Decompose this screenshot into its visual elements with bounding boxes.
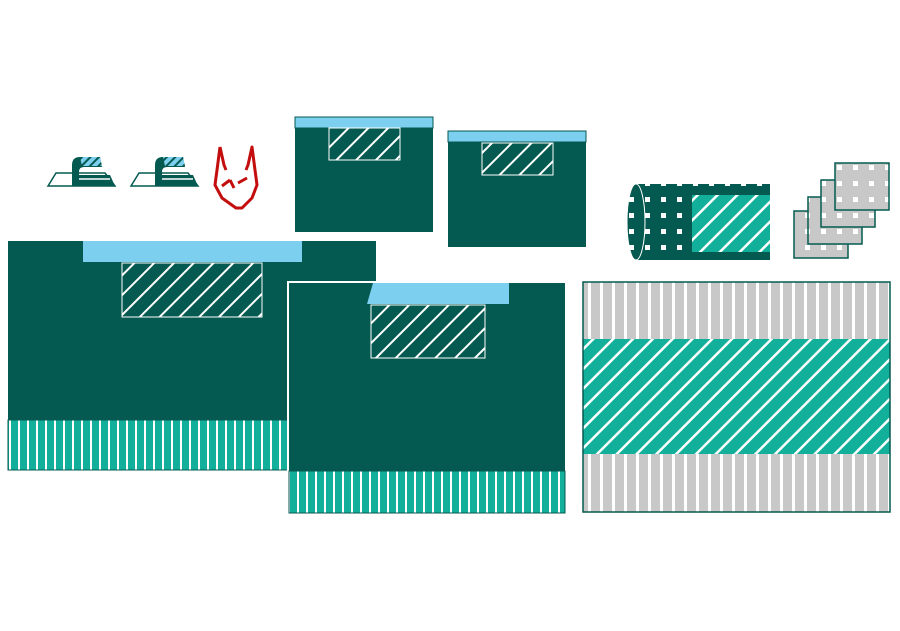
mask-icon [213, 145, 259, 210]
small-drape-b [447, 130, 587, 247]
drape-icon-1 [46, 157, 117, 187]
drape-icon-2 [129, 157, 200, 187]
striped-sheet [582, 281, 891, 513]
small-drape-a [294, 116, 434, 232]
large-drape-d [287, 281, 567, 515]
gauze-stack [793, 162, 890, 259]
rolled-drape [626, 183, 770, 261]
